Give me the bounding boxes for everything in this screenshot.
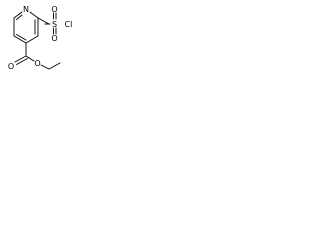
bond-n-c2 [29, 11, 39, 19]
atom-label-sulfonyl-oxygen-top: O [51, 5, 57, 14]
bond-c2-s [37, 17, 50, 25]
atom-label-sulfur: S [52, 20, 57, 29]
bond-carbonyl-ester-o [25, 55, 35, 62]
bond-carbonyl-o-a [14, 55, 27, 63]
atom-label-sulfonyl-oxygen-bottom: O [51, 34, 57, 43]
bond-c4-c5 [13, 35, 27, 44]
bond-ester-o-ch2 [40, 64, 50, 70]
atom-label-ester-oxygen: O [34, 59, 40, 68]
molecule-structure: N S O O Cl O O [8, 5, 73, 71]
bond-n-c6 [13, 11, 23, 19]
atom-label-carbonyl-oxygen: O [8, 62, 14, 71]
ester-group [14, 42, 61, 70]
pyridine-ring [13, 11, 39, 44]
bond-carbonyl-o-b [16, 58, 28, 65]
bond-c4-c5-inner [16, 34, 27, 41]
atom-label-ring-nitrogen: N [23, 5, 29, 14]
sulfonyl-chloride-group [37, 12, 57, 35]
bond-c3-c4 [25, 35, 39, 44]
bond-n-c6-inner [16, 14, 23, 20]
bond-ch2-ch3 [48, 62, 61, 70]
atom-label-chlorine: Cl [65, 20, 73, 29]
